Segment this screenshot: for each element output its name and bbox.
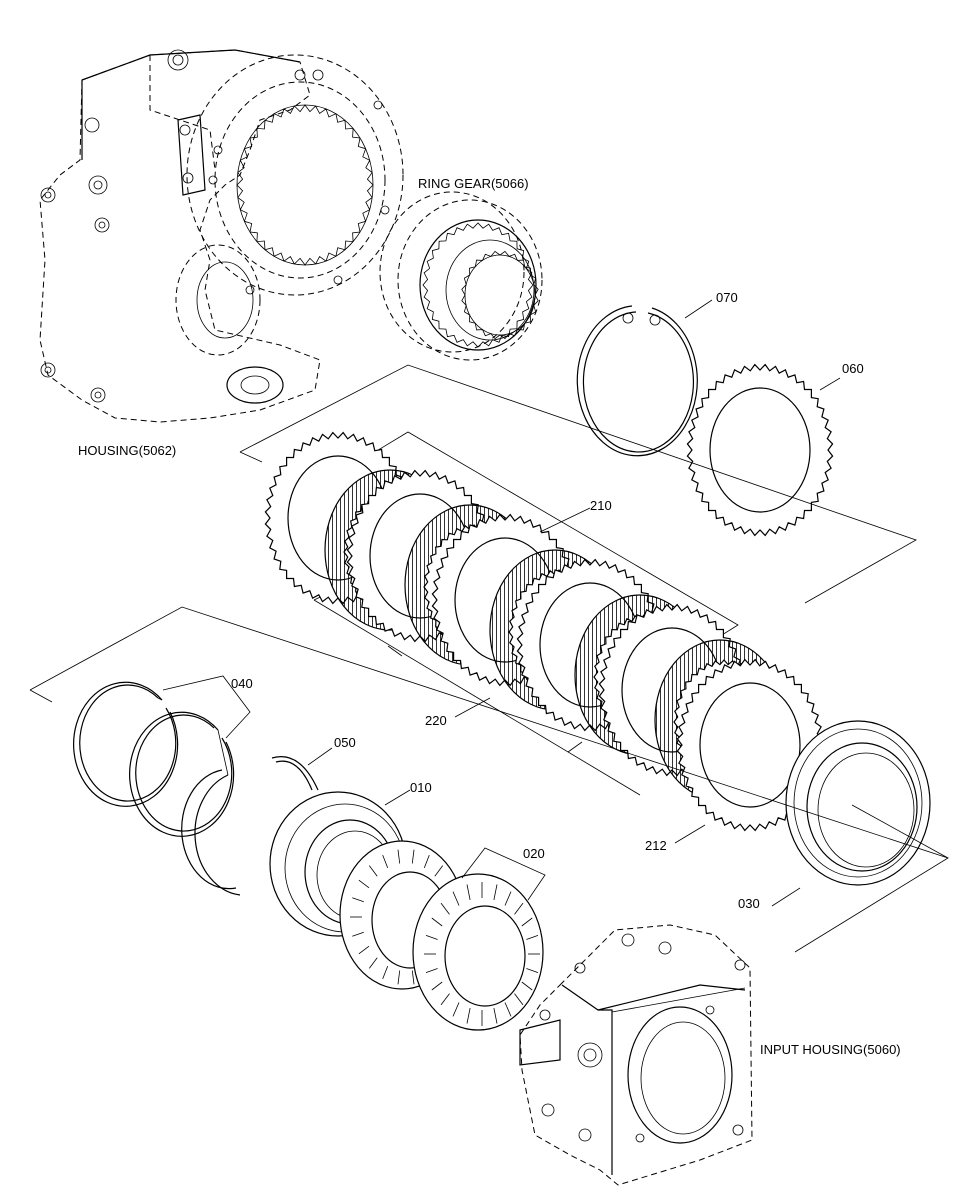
- input-housing-part: [519, 924, 753, 1186]
- callout-060: 060: [842, 361, 864, 376]
- snap-ring-070: [576, 299, 713, 457]
- steel-plate: [676, 658, 824, 832]
- washer-ticks-b: [424, 882, 540, 1026]
- piston-030: [771, 720, 949, 907]
- callout-070: 070: [716, 290, 738, 305]
- callout-212: 212: [645, 838, 667, 853]
- washer-tick: [425, 935, 438, 940]
- ring-gear-teeth: [422, 222, 539, 348]
- steel-plate-bore: [699, 682, 801, 808]
- lower-bracket: [29, 606, 949, 953]
- washer-tick: [452, 891, 460, 906]
- callout-050: 050: [334, 735, 356, 750]
- housing-gear-tooth-ring: [236, 104, 374, 266]
- washer-tick: [440, 902, 450, 915]
- washer-tick: [504, 891, 512, 906]
- callout-040: 040: [231, 676, 253, 691]
- rings-040: [73, 675, 251, 896]
- callout-210: 210: [590, 498, 612, 513]
- washer-tick: [382, 854, 389, 869]
- housing-label: HOUSING(5062): [78, 443, 176, 458]
- washer-tick: [514, 902, 524, 915]
- washer-tick: [514, 993, 524, 1006]
- washer-tick: [440, 993, 450, 1006]
- washer-tick: [431, 981, 443, 991]
- thrust-washers-020: [339, 840, 546, 1031]
- washer-tick: [521, 981, 533, 991]
- washer-tick: [423, 854, 430, 869]
- callout-020: 020: [523, 846, 545, 861]
- washer-tick: [521, 917, 533, 927]
- washer-tick: [368, 865, 378, 877]
- washer-tick: [425, 968, 438, 973]
- callout-010: 010: [410, 780, 432, 795]
- washer-tick: [431, 917, 443, 927]
- housing-part: [39, 49, 404, 423]
- washer-tick: [452, 1002, 460, 1017]
- washer-tick: [397, 970, 401, 985]
- ring-gear-part: [379, 191, 543, 361]
- housing-internal-gear-teeth: [236, 104, 374, 266]
- washer-tick: [352, 897, 364, 903]
- ring-gear-outer-teeth: [422, 222, 534, 348]
- washer-tick: [466, 884, 471, 900]
- washer-tick: [397, 849, 401, 864]
- washer-tick: [526, 935, 539, 940]
- ring-gear-label: RING GEAR(5066): [418, 176, 529, 191]
- washer-tick: [526, 968, 539, 973]
- washer-tick: [493, 1008, 498, 1024]
- washer-tick: [352, 931, 364, 937]
- callout-030: 030: [738, 896, 760, 911]
- clutch-plates: [264, 431, 824, 832]
- spring-050: [271, 747, 333, 791]
- ring-gear-inner-spline: [461, 250, 539, 340]
- washer-tick: [504, 1002, 512, 1017]
- callout-220: 220: [425, 713, 447, 728]
- washer-tick: [411, 970, 415, 985]
- washer-tick: [358, 879, 370, 889]
- washer-tick: [368, 957, 378, 969]
- washer-tick: [434, 865, 444, 877]
- washer-tick: [466, 1008, 471, 1024]
- plate-060: [686, 363, 841, 537]
- washer-tick: [358, 945, 370, 955]
- washer-tick: [411, 849, 415, 864]
- washer-tick: [493, 884, 498, 900]
- washer-tick: [382, 965, 389, 980]
- input-housing-label: INPUT HOUSING(5060): [760, 1042, 901, 1057]
